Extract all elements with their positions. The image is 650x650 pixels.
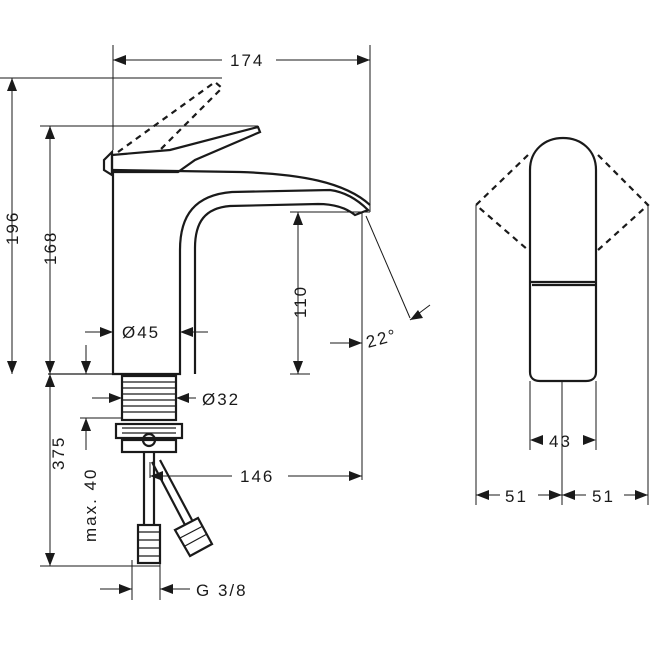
dim-height-outlet: 110 — [291, 285, 310, 318]
faucet-front-view — [474, 136, 650, 383]
dim-width-top: 174 — [230, 51, 264, 70]
dim-connection: G 3/8 — [196, 581, 248, 600]
handle-swing-left — [474, 154, 529, 251]
dim-swing-right: 51 — [592, 487, 615, 506]
dim-angle: 22° — [364, 325, 400, 352]
dimension-lines: 174 196 168 110 Ø45 22° — [0, 45, 431, 600]
front-body — [528, 136, 598, 383]
dim-projection: 146 — [240, 467, 274, 486]
dim-spout-diameter: Ø45 — [122, 323, 160, 342]
dim-height-spout: 168 — [41, 231, 60, 265]
dim-thread-diameter: Ø32 — [202, 390, 240, 409]
faucet-body — [111, 170, 370, 376]
dim-swing-left: 51 — [505, 487, 528, 506]
supply-hoses — [136, 452, 214, 565]
faucet-side-view — [48, 80, 371, 565]
dim-height-total: 196 — [3, 211, 22, 245]
threaded-shank — [114, 374, 184, 454]
handle-lever — [110, 125, 262, 174]
dim-max-counter: max. 40 — [81, 468, 100, 542]
dim-handle-width: 43 — [549, 432, 572, 451]
dim-below-counter: 375 — [49, 436, 68, 470]
handle-open-position — [117, 80, 224, 153]
handle-swing-right — [597, 154, 650, 251]
front-dimensions: 43 51 51 — [475, 205, 649, 506]
